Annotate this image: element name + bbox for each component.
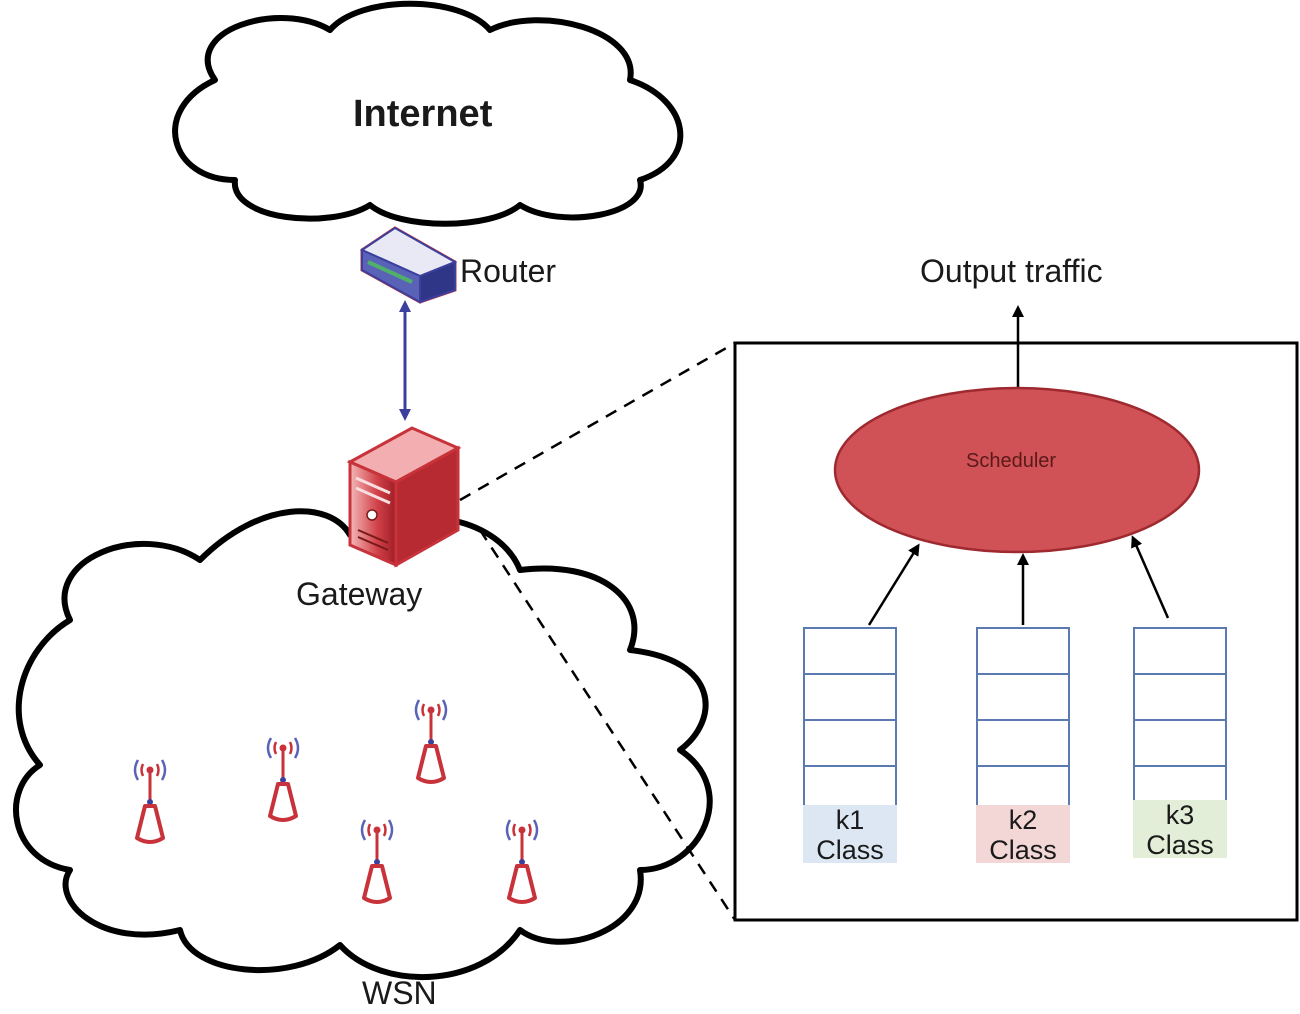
server-icon bbox=[346, 426, 462, 568]
router-label: Router bbox=[460, 253, 557, 289]
class-tag-k1: k1 Class bbox=[803, 805, 897, 865]
zoom-line-top bbox=[459, 341, 736, 502]
class-queues bbox=[803, 627, 1227, 813]
class-label-k2: Class bbox=[989, 835, 1057, 865]
k1-to-scheduler-arrow bbox=[867, 543, 920, 626]
internet-label: Internet bbox=[353, 93, 493, 135]
queue-cell bbox=[976, 627, 1070, 675]
sensor-antenna-icon bbox=[360, 819, 394, 904]
queue-cell bbox=[976, 673, 1070, 721]
scheduler-label: Scheduler bbox=[966, 450, 1057, 472]
queue-k2 bbox=[976, 627, 1070, 813]
queue-cell bbox=[1133, 627, 1227, 675]
class-tag-k2: k2 Class bbox=[976, 805, 1070, 865]
queue-cell bbox=[803, 719, 897, 767]
sensor-antenna-icon bbox=[133, 759, 167, 844]
queue-k1 bbox=[803, 627, 897, 813]
internet-cloud bbox=[172, 0, 684, 227]
class-tag-k3: k3 Class bbox=[1133, 800, 1227, 860]
output-traffic-label: Output traffic bbox=[920, 253, 1103, 289]
queue-cell bbox=[803, 765, 897, 813]
sensor-antenna-icon bbox=[266, 737, 300, 822]
queue-cell bbox=[1133, 673, 1227, 721]
sensor-nodes bbox=[133, 699, 539, 904]
wsn-label: WSN bbox=[362, 975, 437, 1011]
k3-to-scheduler-arrow bbox=[1131, 535, 1170, 619]
class-id-k3: k3 bbox=[1165, 800, 1195, 830]
queue-cell bbox=[803, 627, 897, 675]
queue-cell bbox=[976, 719, 1070, 767]
class-id-k2: k2 bbox=[1008, 805, 1038, 835]
queue-cell bbox=[803, 673, 897, 721]
sensor-antenna-icon bbox=[414, 699, 448, 784]
gateway-label: Gateway bbox=[296, 576, 423, 612]
class-id-k1: k1 bbox=[835, 805, 865, 835]
class-label-k3: Class bbox=[1146, 830, 1214, 860]
scheduler-node bbox=[833, 386, 1201, 554]
sensor-antenna-icon bbox=[505, 819, 539, 904]
router-icon bbox=[359, 226, 458, 304]
zoom-line-bottom bbox=[478, 529, 737, 921]
queue-k3 bbox=[1133, 627, 1227, 813]
queue-cell bbox=[1133, 719, 1227, 767]
class-label-k1: Class bbox=[816, 835, 884, 865]
